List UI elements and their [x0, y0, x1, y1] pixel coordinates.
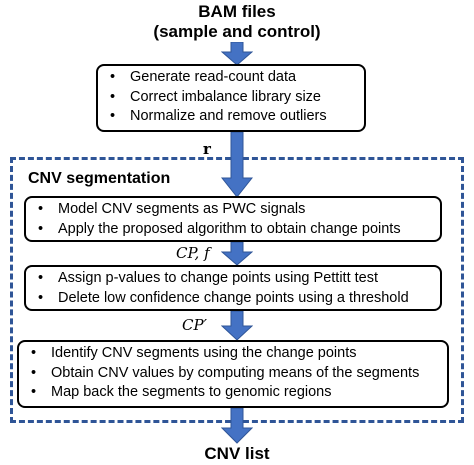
list-item: •Map back the segments to genomic region… [31, 384, 332, 400]
list-item: •Identify CNV segments using the change … [31, 345, 357, 361]
pettitt-test-box: •Assign p-values to change points using … [24, 265, 442, 311]
list-item: •Model CNV segments as PWC signals [38, 201, 306, 217]
list-item: •Correct imbalance library size [110, 88, 321, 105]
arrow-test-to-identify [221, 311, 253, 341]
list-item: •Generate read-count data [110, 69, 297, 85]
list-item: •Assign p-values to change points using … [38, 270, 378, 286]
output-label: CNV list [204, 444, 270, 463]
identify-segments-box: •Identify CNV segments using the change … [17, 340, 449, 408]
header-line-2: (sample and control) [153, 22, 321, 41]
list-item: •Obtain CNV values by computing means of… [31, 364, 420, 381]
preprocess-box: •Generate read-count data •Correct imbal… [96, 64, 366, 132]
list-item: •Normalize and remove outliers [110, 108, 327, 124]
edge-label-cp-f: CP, f [176, 244, 210, 262]
edge-label-r: r [203, 140, 211, 158]
edge-label-cp-prime: CP′ [182, 316, 207, 334]
list-item: •Delete low confidence change points usi… [38, 289, 409, 306]
list-item: •Apply the proposed algorithm to obtain … [38, 220, 401, 237]
arrow-model-to-test [221, 242, 253, 266]
arrow-header-to-preprocess [221, 42, 253, 66]
header-line-1: BAM files [198, 2, 276, 21]
arrow-preprocess-to-model [221, 132, 253, 198]
model-box: •Model CNV segments as PWC signals •Appl… [24, 196, 442, 242]
region-title: CNV segmentation [28, 170, 171, 187]
arrow-identify-to-output [221, 408, 253, 444]
